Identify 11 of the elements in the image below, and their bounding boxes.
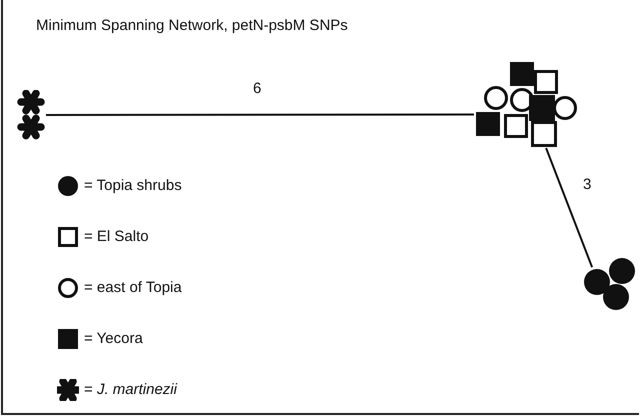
- legend-label: = east of Topia: [84, 279, 182, 296]
- haplotype-cluster: [474, 60, 580, 148]
- legend-label: = J. martinezii: [84, 381, 177, 398]
- legend-label: = El Salto: [84, 228, 149, 245]
- legend-label: = Yecora: [84, 330, 143, 347]
- diagram-title: Minimum Spanning Network, petN-psbM SNPs: [36, 17, 348, 34]
- legend-label: = Topia shrubs: [84, 177, 182, 194]
- network-line: [545, 148, 594, 268]
- network-line: [46, 114, 474, 116]
- circle-cluster: [582, 256, 638, 312]
- star-cluster: [16, 90, 46, 140]
